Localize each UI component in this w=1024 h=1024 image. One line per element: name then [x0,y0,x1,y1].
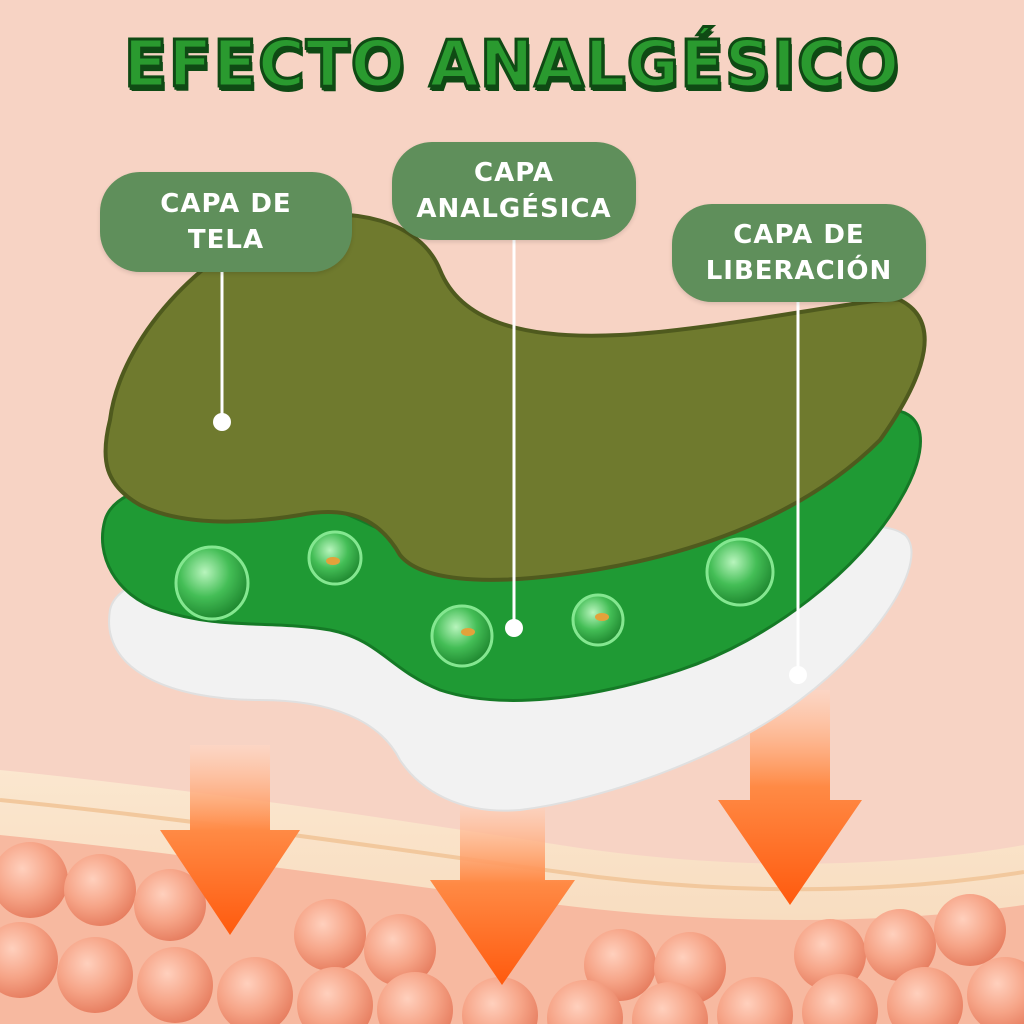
skin-cell-icon [864,909,936,981]
label-line: ANALGÉSICA [416,194,612,224]
label-line: CAPA DE [160,189,292,219]
pointer-dot [213,413,231,431]
skin-cell-icon [802,974,878,1024]
label-capa-de-tela: CAPA DE TELA [100,172,352,272]
skin-cell-icon [717,977,793,1024]
leader-lines [213,240,807,684]
skin-cell-icon [462,977,538,1024]
skin-cell-icon [584,929,656,1001]
capsules [174,530,775,668]
down-arrow-icon [718,690,862,905]
label-line: CAPA DE [733,220,865,250]
skin-cell-icon [217,957,293,1024]
skin-cell-icon [297,967,373,1024]
page-title: EFECTO ANALGÉSICO [122,27,901,104]
label-line: LIBERACIÓN [705,256,893,286]
pointer-dot [505,619,523,637]
skin-cell-icon [0,842,68,918]
label-line: CAPA [474,158,554,188]
skin-cell-icon [57,937,133,1013]
capsule-bubble-icon [174,545,250,621]
skin-cell-icon [64,854,136,926]
skin-cell-icon [377,972,453,1024]
down-arrow-icon [430,800,575,985]
skin-cell-icon [134,869,206,941]
skin-cell-icon [0,922,58,998]
skin-cell-icon [887,967,963,1024]
pointer-dot [789,666,807,684]
skin-cell-icon [137,947,213,1023]
skin-cell-icon [967,957,1024,1024]
label-capa-de-liberacion: CAPA DE LIBERACIÓN [672,204,926,302]
skin-cell-icon [934,894,1006,966]
skin-cell-icon [794,919,866,991]
label-line: TELA [187,225,265,255]
arrows [160,690,862,985]
down-arrow-icon [160,745,300,935]
skin-cell-icon [364,914,436,986]
label-capa-analgesica: CAPA ANALGÉSICA [392,142,636,240]
skin-cell-icon [547,980,623,1024]
skin-cell-icon [294,899,366,971]
skin-cell-icon [632,982,708,1024]
skin-cells [0,842,1024,1024]
capsule-bubble-icon [430,604,494,668]
capsule-bubble-icon [705,537,775,607]
